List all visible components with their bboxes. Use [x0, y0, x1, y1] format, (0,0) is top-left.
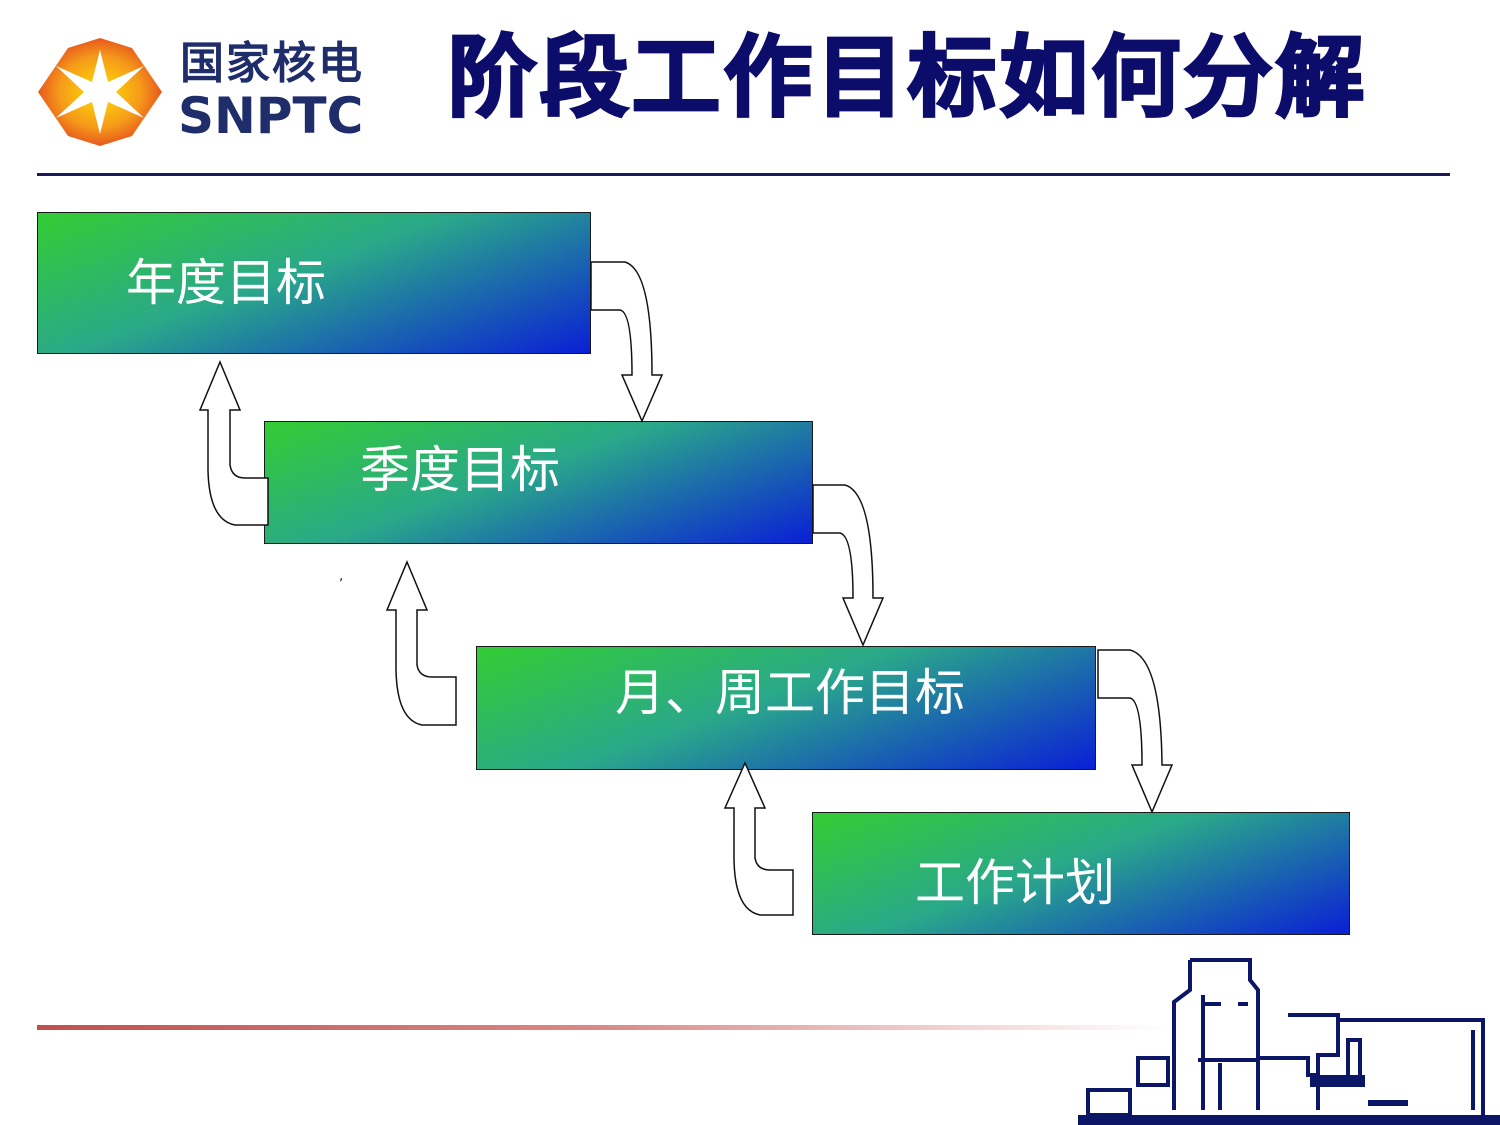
up-arrow-icon	[198, 360, 269, 526]
down-arrow-icon	[590, 261, 664, 423]
box-annual-goal: 年度目标	[37, 212, 591, 354]
logo-chinese-text: 国家核电	[180, 38, 364, 89]
slide-title: 阶段工作目标如何分解	[446, 26, 1369, 129]
box-label: 季度目标	[360, 441, 560, 499]
stray-mark: ,	[339, 568, 344, 584]
up-arrow-icon	[723, 761, 794, 916]
box-label: 月、周工作目标	[615, 664, 965, 722]
logo-english-text: SNPTC	[178, 87, 364, 145]
down-arrow-icon	[812, 484, 885, 647]
power-plant-illustration-icon	[1078, 958, 1500, 1125]
snptc-logo-icon	[38, 38, 162, 146]
box-monthly-weekly-goal: 月、周工作目标	[476, 646, 1096, 770]
box-label: 工作计划	[915, 854, 1115, 912]
header-divider	[37, 173, 1450, 176]
box-label: 年度目标	[126, 254, 326, 312]
down-arrow-icon	[1097, 649, 1174, 814]
box-work-plan: 工作计划	[812, 812, 1350, 935]
up-arrow-icon	[385, 560, 457, 726]
footer-accent-line	[37, 1025, 1167, 1030]
